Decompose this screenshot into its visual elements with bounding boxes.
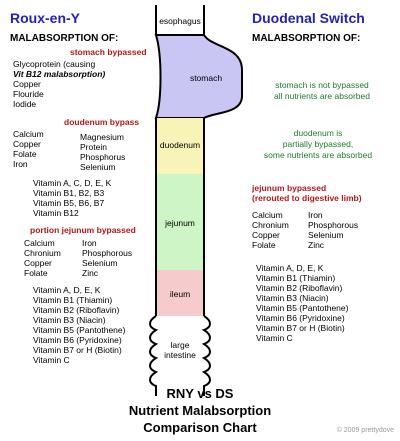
stomach-shape <box>154 34 243 119</box>
ds-jejunum-col1: Calcium Chronium Copper Folate <box>252 210 289 250</box>
rny-stomach-items: Glycoprotein (causing Vit B12 malabsorpt… <box>13 59 106 109</box>
stomach-label: stomach <box>189 73 223 83</box>
rny-subheader: MALABSORPTION OF: <box>10 33 119 44</box>
large-intestine-wall-right <box>201 315 211 396</box>
chart-title: RNY vs DS Nutrient Malabsorption Compari… <box>128 386 272 435</box>
copyright-notice: © 2009 prettydove <box>336 427 394 434</box>
rny-jejunum-vitamins: Vitamin A, D, E, K Vitamin B1 (Thiamin) … <box>33 285 126 365</box>
duodenum-shape <box>156 118 204 174</box>
ds-header: Duodenal Switch <box>252 10 365 26</box>
rny-duodenum-col1: Calcium Copper Folate Iron <box>13 129 44 169</box>
ileum-label: ileum <box>169 289 191 299</box>
large-intestine-wall-left <box>149 315 159 396</box>
ds-stomach-note: stomach is not bypassed all nutrients ar… <box>274 80 370 101</box>
esophagus-label: esophagus <box>159 16 201 26</box>
jejunum-label: jejunum <box>165 218 195 228</box>
jejunum-shape <box>156 174 204 270</box>
esophagus-shape <box>155 5 205 35</box>
rny-jejunum-col2: Iron Phosphorous Selenium Zinc <box>82 238 133 278</box>
ds-jejunum-heading: jejunum bypassed (rerouted to digestive … <box>252 183 362 203</box>
ds-jejunum-vitamins: Vitamin A, D, E, K Vitamin B1 (Thiamin) … <box>256 263 349 343</box>
ileum-shape <box>156 270 204 316</box>
large-intestine-label: large intestine <box>164 340 196 360</box>
ds-duodenum-note: duodenum is partially bypassed, some nut… <box>263 128 373 160</box>
rny-header: Roux-en-Y <box>10 10 80 26</box>
ds-subheader: MALABSORPTION OF: <box>252 33 361 44</box>
intestine-walls <box>155 118 205 316</box>
rny-jejunum-heading: portion jejunum bypassed <box>30 225 136 235</box>
ds-jejunum-col2: Iron Phosphorous Selenium Zinc <box>308 210 359 250</box>
rny-jejunum-col1: Calcium Chronium Copper Folate <box>24 238 61 278</box>
rny-stomach-heading: stomach bypassed <box>70 47 147 57</box>
rny-duodenum-vitamins: Vitamin A, C, D, E, K Vitamin B1, B2, B3… <box>33 178 112 218</box>
duodenum-label: duodenum <box>159 140 201 150</box>
rny-duodenum-col2: Magnesium Protein Phosphorus Selenium <box>80 132 126 172</box>
rny-duodenum-heading: doudenum bypass <box>64 117 140 127</box>
